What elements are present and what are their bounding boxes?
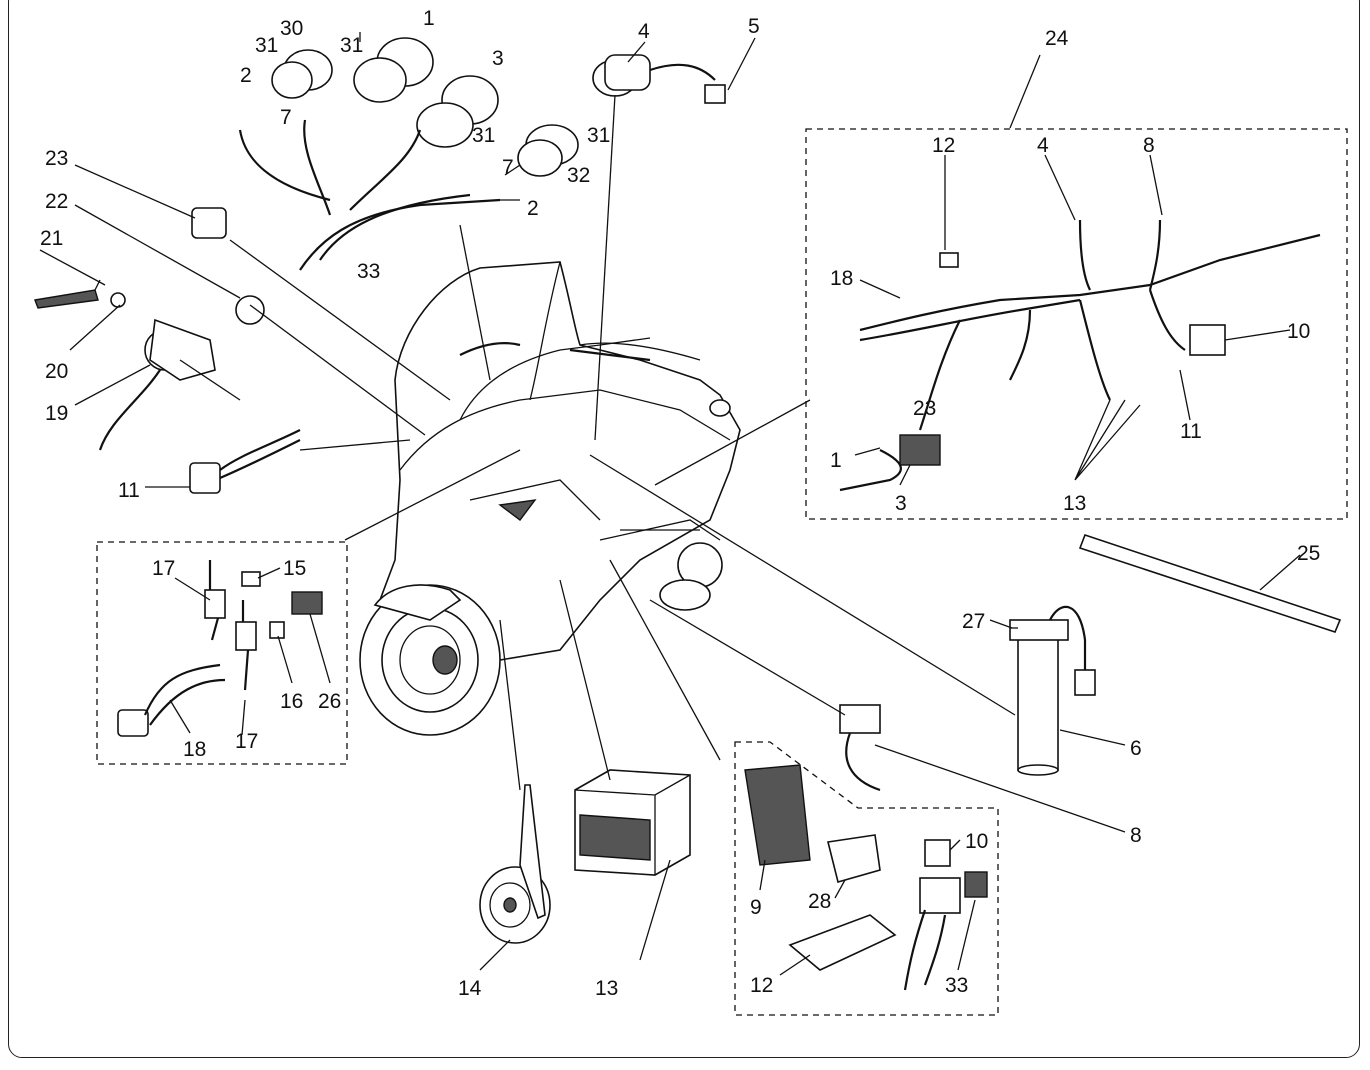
fuel-level-sender <box>1009 605 1096 776</box>
front-wheel <box>359 584 501 736</box>
callout-27: 27 <box>962 610 985 633</box>
harness-callout-10: 10 <box>1287 320 1310 343</box>
harness-callout-4: 4 <box>1037 134 1049 157</box>
callout-17: 17 <box>152 557 175 580</box>
electronics-parts <box>744 764 988 991</box>
flasher-relay <box>191 207 227 239</box>
callout-25: 25 <box>1297 542 1320 565</box>
callout-31: 31 <box>340 34 363 57</box>
callout-15: 15 <box>283 557 306 580</box>
fuse-relay-parts <box>117 560 323 737</box>
callout-5: 5 <box>748 15 760 38</box>
wiring-harness-group-box <box>805 128 1348 520</box>
callout-7: 7 <box>502 156 514 179</box>
cable-strap <box>1078 533 1342 633</box>
ignition-coil <box>592 54 726 104</box>
fuse-relay-group-box <box>96 541 348 765</box>
callout-23: 23 <box>45 147 68 170</box>
callout-20: 20 <box>45 360 68 383</box>
callout-17: 17 <box>235 730 258 753</box>
callout-13: 13 <box>595 977 618 1000</box>
harness-callout-13: 13 <box>1063 492 1086 515</box>
diagram-frame <box>8 0 1360 1058</box>
leader-lines <box>39 32 1301 976</box>
callout-21: 21 <box>40 227 63 250</box>
callout-30: 31 <box>587 124 610 147</box>
horn <box>479 784 551 944</box>
callout-3: 3 <box>492 47 504 70</box>
electronics-group-box <box>734 741 999 1016</box>
ignition-switch-assembly <box>34 279 265 451</box>
callout-2: 2 <box>240 64 252 87</box>
callout-6: 6 <box>1130 737 1142 760</box>
instrument-gauges <box>238 37 579 271</box>
stop-switch <box>839 704 881 792</box>
callout-18: 18 <box>183 738 206 761</box>
callout-2: 2 <box>527 197 539 220</box>
scooter-body <box>378 261 741 661</box>
wiring-harness <box>839 219 1321 492</box>
callout-9: 9 <box>750 896 762 919</box>
callout-11: 11 <box>118 479 140 502</box>
callout-29: 30 <box>280 17 303 40</box>
harness-callout-1: 1 <box>830 449 842 472</box>
callout-7: 7 <box>280 106 292 129</box>
callout-8: 8 <box>1130 824 1142 847</box>
callout-31: 31 <box>472 124 495 147</box>
callout-19: 19 <box>45 402 68 425</box>
callout-22: 22 <box>45 190 68 213</box>
callout-14: 14 <box>458 977 482 1000</box>
callout-24: 24 <box>1045 27 1069 50</box>
harness-callout-8: 8 <box>1143 134 1155 157</box>
callout-31: 32 <box>567 164 590 187</box>
callout-31: 31 <box>255 34 278 57</box>
callout-12: 12 <box>750 974 773 997</box>
callout-16: 16 <box>280 690 303 713</box>
callout-33: 33 <box>945 974 968 997</box>
callout-4: 4 <box>638 20 650 43</box>
harness-callout-12: 12 <box>932 134 955 157</box>
callout-10: 10 <box>965 830 988 853</box>
callout-28: 28 <box>808 890 831 913</box>
battery <box>574 769 691 876</box>
callout-26: 26 <box>318 690 341 713</box>
callout-32: 33 <box>357 260 380 283</box>
harness-callout-23: 23 <box>913 397 936 420</box>
harness-callout-18: 18 <box>830 267 853 290</box>
connector-11 <box>189 429 301 494</box>
callout-labels: 1 2 2 3 4 5 6 7 7 8 9 10 11 12 13 14 15 … <box>40 7 1320 1000</box>
harness-callout-3: 3 <box>895 492 907 515</box>
harness-callout-11: 11 <box>1180 420 1202 443</box>
callout-1: 1 <box>423 7 435 30</box>
